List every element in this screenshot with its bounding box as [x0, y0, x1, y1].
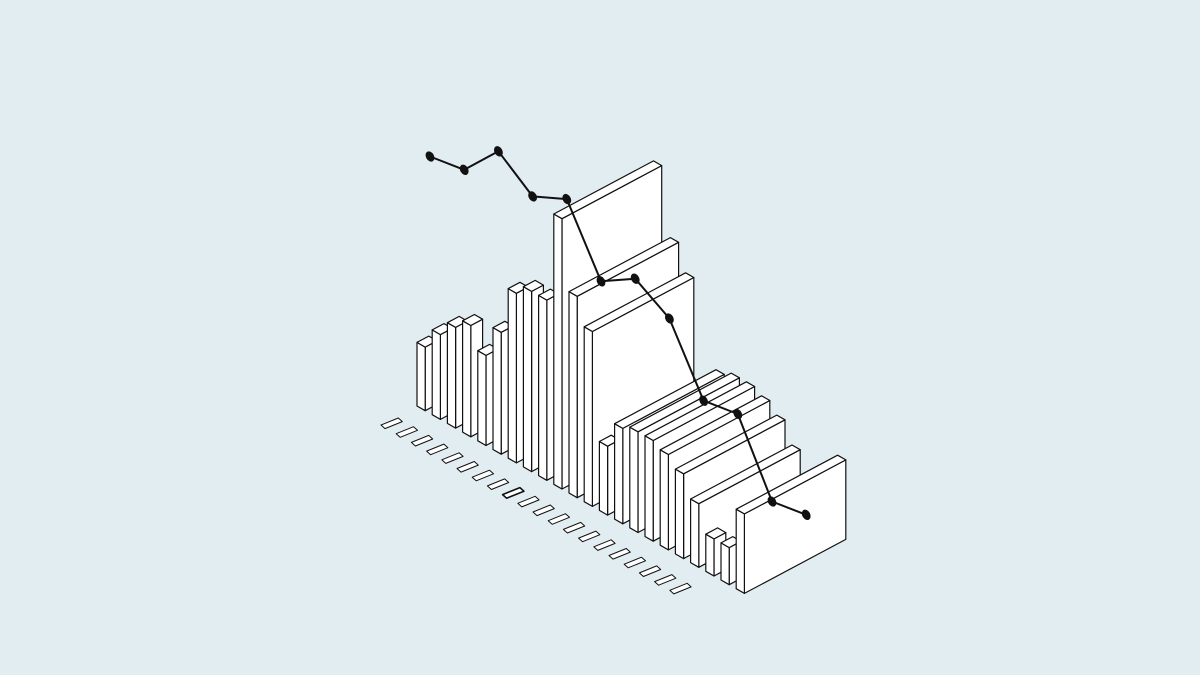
line-point-5: [596, 276, 606, 287]
line-point-0: [425, 151, 435, 162]
bar-9-top-face: [553, 160, 663, 220]
bar-16-top-face: [659, 395, 771, 456]
bar-1-front-face: [431, 329, 441, 420]
bar-3-top-face: [462, 313, 484, 327]
bar-21-top-face: [735, 454, 847, 515]
line-point-8: [699, 395, 709, 406]
bar-21-front-face: [735, 508, 746, 595]
tick-label-10: [532, 504, 555, 517]
bar-8-front-face: [537, 294, 548, 481]
bar-4-front-face: [477, 350, 487, 447]
tick-label-1: [395, 426, 418, 438]
tick-label-15: [608, 548, 631, 560]
bar-2-front-face: [446, 322, 457, 429]
line-point-7: [664, 313, 674, 324]
bar-18-front-face: [689, 498, 700, 568]
tick-label-0: [380, 417, 403, 430]
tick-label-12: [562, 521, 586, 534]
bar-20-front-face: [720, 542, 730, 586]
bar-11-front-face: [583, 326, 594, 507]
bar-10-top-face: [568, 237, 680, 297]
bar-21: [735, 454, 847, 595]
tick-label-17: [638, 565, 662, 577]
tick-label-11: [547, 513, 570, 525]
bar-5-front-face: [492, 327, 502, 455]
tick-label-placeholders: [380, 417, 692, 595]
bar-9-front-face: [553, 213, 563, 490]
bar-6-front-face: [507, 288, 518, 464]
tick-label-14: [593, 539, 616, 551]
bar-19-top-face: [705, 527, 727, 540]
bar-12-front-face: [598, 440, 609, 516]
bar-13-front-face: [613, 423, 624, 525]
line-point-10: [767, 496, 777, 507]
line-series: [425, 146, 811, 520]
tick-label-7: [486, 478, 510, 490]
tick-label-5: [456, 461, 479, 473]
line-point-3: [528, 191, 538, 202]
bar-11-top-face: [583, 272, 695, 333]
tick-label-6: [471, 469, 494, 482]
line-point-1: [459, 164, 469, 175]
bar-14-front-face: [629, 426, 639, 534]
line-point-9: [733, 408, 743, 420]
tick-label-3: [426, 443, 449, 456]
bar-16-front-face: [659, 449, 670, 551]
tick-label-19: [669, 582, 692, 595]
bar-17-top-face: [674, 414, 786, 475]
line-point-6: [630, 273, 640, 284]
bar-15-top-face: [644, 381, 756, 442]
tick-label-9: [517, 495, 540, 508]
bar-3-front-face: [462, 320, 472, 438]
line-point-4: [562, 193, 572, 205]
tick-label-2: [410, 434, 434, 447]
bar-0-front-face: [416, 341, 426, 412]
line-point-2: [493, 146, 503, 157]
bar-7-top-face: [522, 279, 545, 292]
tick-label-16: [623, 556, 646, 569]
tick-label-4: [441, 452, 464, 464]
bar-19-front-face: [705, 533, 715, 577]
tick-label-18: [654, 574, 677, 586]
bar-17-front-face: [674, 468, 685, 560]
bar-10-front-face: [568, 291, 578, 499]
tick-label-8: [501, 486, 525, 500]
bar-15-front-face: [644, 435, 654, 542]
line-series-path: [429, 150, 808, 516]
line-point-11: [801, 509, 811, 520]
bar-18-top-face: [689, 444, 801, 505]
bar-14-top-face: [629, 372, 741, 433]
tick-label-13: [578, 530, 601, 543]
bar-7-front-face: [522, 286, 533, 473]
